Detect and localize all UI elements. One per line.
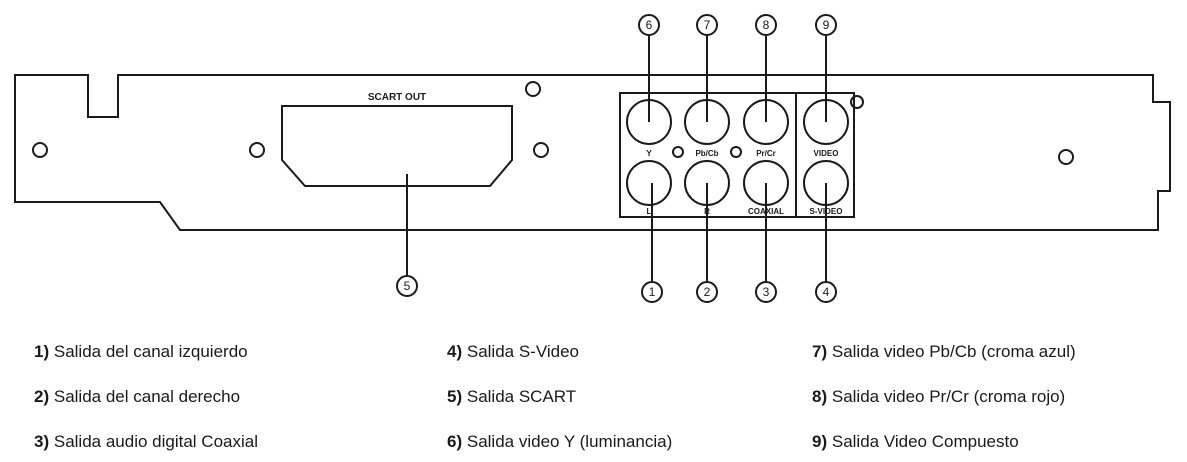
legend-item-6: 6) Salida video Y (luminancia)	[447, 432, 673, 451]
callout-number: 3	[763, 285, 770, 299]
callout-number: 4	[823, 285, 830, 299]
callout-number: 6	[646, 18, 653, 32]
jack-label-video: VIDEO	[814, 149, 839, 158]
callout-number: 2	[704, 285, 711, 299]
callout-number: 7	[704, 18, 711, 32]
legend-item-8: 8) Salida video Pr/Cr (croma rojo)	[812, 387, 1066, 406]
legend-item-1: 1) Salida del canal izquierdo	[34, 342, 248, 361]
legend-item-9: 9) Salida Video Compuesto	[812, 432, 1019, 451]
callout-circle	[396, 275, 418, 297]
jack-label-l: L	[647, 207, 652, 216]
jack-label-r: R	[704, 207, 710, 216]
scart-connector	[281, 105, 513, 187]
callout-number: 5	[404, 279, 411, 293]
panel-outline	[14, 74, 1171, 231]
mounting-hole	[32, 142, 48, 158]
legend-item-4: 4) Salida S-Video	[447, 342, 580, 361]
callout-circle	[755, 281, 777, 303]
mounting-hole	[850, 95, 864, 109]
jack-label-coaxial: COAXIAL	[748, 207, 784, 216]
jack-label-y: Y	[646, 149, 652, 158]
callout-circle	[815, 14, 837, 36]
label-dot	[672, 146, 684, 158]
callout-circle	[696, 14, 718, 36]
jack-label-pr: Pr/Cr	[756, 149, 776, 158]
callout-circle	[638, 14, 660, 36]
legend-item-3: 3) Salida audio digital Coaxial	[34, 432, 258, 451]
callout-circle	[755, 14, 777, 36]
callout-circle	[815, 281, 837, 303]
jack-label-svideo: S-VIDEO	[810, 207, 843, 216]
mounting-hole	[533, 142, 549, 158]
callout-number: 9	[823, 18, 830, 32]
legend-item-7: 7) Salida video Pb/Cb (croma azul)	[812, 342, 1076, 361]
rear-panel-diagram: SCART OUT Y Pb/Cb Pr/Cr VIDEO L R COAXIA…	[14, 14, 1171, 303]
legend: 1) Salida del canal izquierdo 2) Salida …	[0, 330, 1187, 460]
legend-item-5: 5) Salida SCART	[447, 387, 577, 406]
jack-l	[626, 160, 672, 206]
callout-circle	[696, 281, 718, 303]
legend-item-2: 2) Salida del canal derecho	[34, 387, 241, 406]
scart-out-label: SCART OUT	[368, 92, 426, 103]
mounting-hole	[525, 81, 541, 97]
jack-group-frame	[619, 92, 855, 218]
label-dot	[730, 146, 742, 158]
mounting-hole	[1058, 149, 1074, 165]
jack-label-pb: Pb/Cb	[695, 149, 718, 158]
mounting-hole	[249, 142, 265, 158]
callout-circle	[641, 281, 663, 303]
callout-number: 1	[649, 285, 656, 299]
callout-number: 8	[763, 18, 770, 32]
